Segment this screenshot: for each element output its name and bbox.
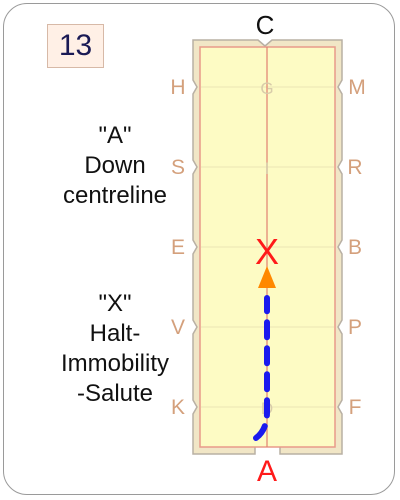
letter-h: H bbox=[170, 76, 185, 99]
letter-a: A bbox=[257, 455, 277, 488]
letter-k: K bbox=[171, 396, 185, 419]
letter-m: M bbox=[348, 76, 366, 99]
step-number-badge: 13 bbox=[47, 24, 104, 68]
instruction-a-block: "A" Down centreline bbox=[20, 121, 210, 211]
instruction-x-block: "X" Halt- Immobility -Salute bbox=[20, 289, 210, 409]
letter-c: C bbox=[256, 10, 275, 40]
instruction-x-line: -Salute bbox=[76, 380, 154, 407]
right-letters: M R B P F bbox=[347, 76, 365, 419]
instruction-x-line: "X" bbox=[98, 290, 132, 317]
letter-b: B bbox=[348, 236, 362, 259]
instruction-x-line: Immobility bbox=[60, 350, 169, 377]
letter-i: I bbox=[265, 159, 270, 178]
instruction-a-line: "A" bbox=[98, 122, 132, 149]
instruction-x-line: Halt- bbox=[89, 320, 141, 347]
left-letters: H S E V K bbox=[170, 76, 185, 419]
direction-arrow-icon bbox=[258, 266, 276, 288]
letter-e: E bbox=[171, 236, 185, 259]
letter-g: G bbox=[260, 79, 273, 98]
letter-v: V bbox=[171, 316, 185, 339]
letter-f: F bbox=[349, 396, 362, 419]
letter-s: S bbox=[171, 156, 185, 179]
ridden-path bbox=[253, 295, 270, 441]
letter-r: R bbox=[347, 156, 362, 179]
instruction-a-line: Down bbox=[84, 152, 146, 179]
instruction-a-line: centreline bbox=[62, 182, 168, 209]
letter-p: P bbox=[348, 316, 362, 339]
halt-marker-x: X bbox=[255, 231, 279, 272]
